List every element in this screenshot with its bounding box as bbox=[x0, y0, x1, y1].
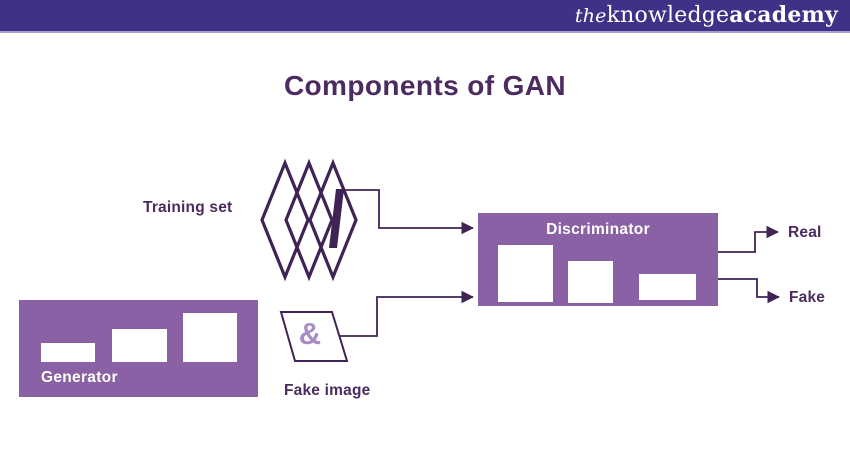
diamond-1 bbox=[260, 158, 310, 282]
discriminator-layer-large bbox=[498, 245, 553, 302]
knowledge-academy-logo: theknowledgeacademy bbox=[575, 4, 838, 27]
connector-discriminator-to-real bbox=[718, 225, 779, 253]
generator-box: Generator bbox=[19, 300, 258, 397]
discriminator-layer-small bbox=[639, 274, 696, 300]
slash-mark-icon bbox=[329, 189, 344, 248]
header-bar: theknowledgeacademy bbox=[0, 0, 850, 33]
diamond-2 bbox=[284, 158, 334, 282]
training-images-icon bbox=[260, 158, 358, 282]
page-title: Components of GAN bbox=[283, 70, 567, 101]
ampersand-symbol: & bbox=[298, 316, 322, 351]
discriminator-layer-medium bbox=[568, 261, 613, 303]
logo-academy: academy bbox=[729, 2, 838, 28]
fake-output-label: Fake bbox=[789, 289, 826, 306]
generator-layer-large bbox=[183, 313, 237, 362]
logo-knowledge: knowledge bbox=[606, 3, 730, 28]
discriminator-box: Discriminator bbox=[478, 213, 718, 306]
connector-trainingset-to-discriminator bbox=[345, 189, 474, 235]
fake-image-icon bbox=[279, 311, 349, 362]
connector-fakeimage-to-discriminator bbox=[340, 290, 474, 337]
logo-the: the bbox=[574, 5, 607, 27]
training-set-label: Training set bbox=[143, 199, 233, 216]
discriminator-label: Discriminator bbox=[546, 221, 650, 238]
generator-label: Generator bbox=[41, 369, 118, 386]
generator-layer-small bbox=[41, 343, 95, 362]
generator-layer-medium bbox=[112, 329, 167, 362]
connector-discriminator-to-fake bbox=[718, 278, 780, 304]
fake-image-label: Fake image bbox=[284, 382, 371, 399]
diamond-3 bbox=[308, 158, 358, 282]
real-output-label: Real bbox=[788, 224, 822, 241]
